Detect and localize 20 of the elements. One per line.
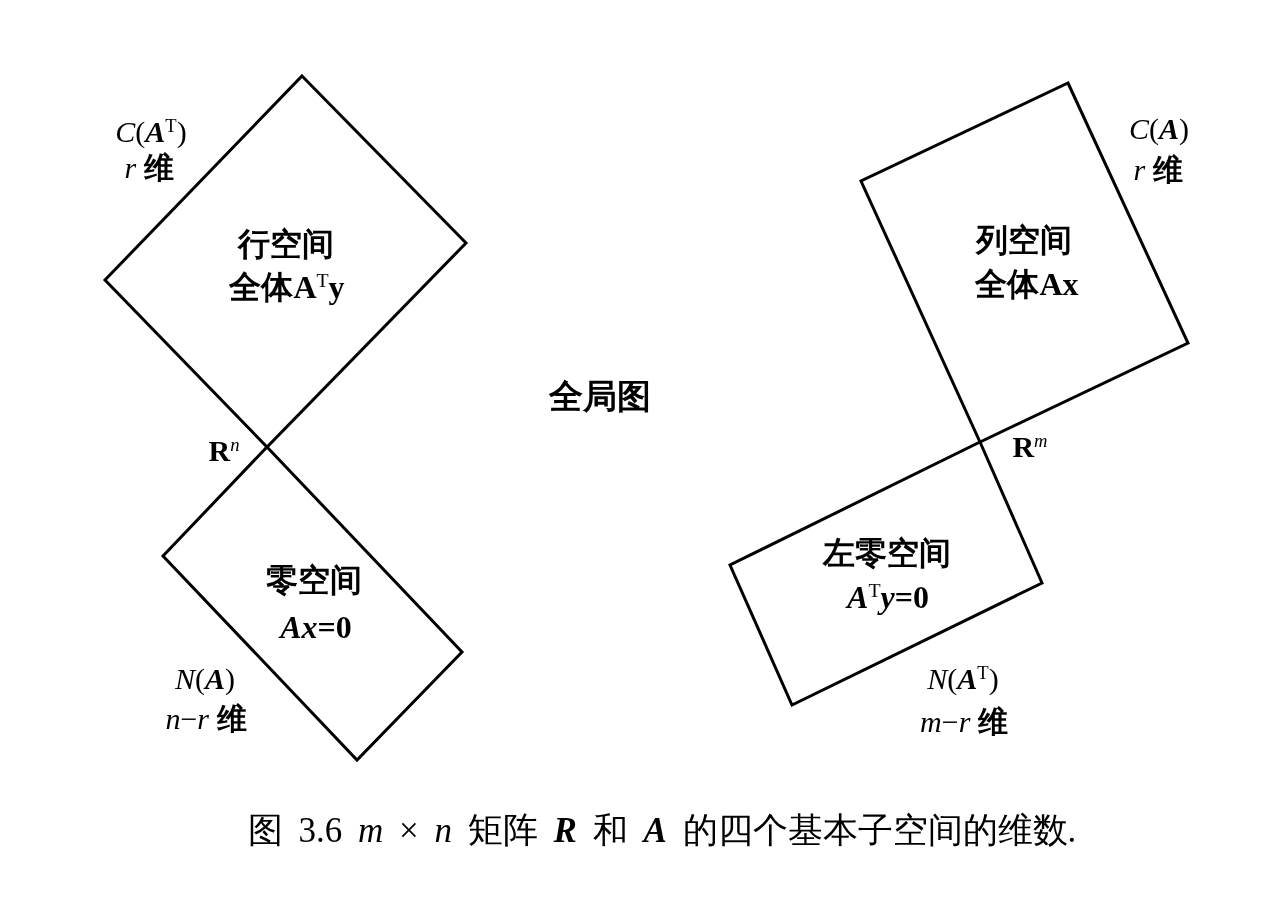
dimension-label: r 维 xyxy=(124,150,174,186)
dimension-label: r 维 xyxy=(1133,152,1183,188)
space-label: R$^{n}$ xyxy=(208,433,240,469)
subspace-notation: N(A$^{T}$) xyxy=(927,661,999,697)
dimension-label: m−r 维 xyxy=(920,704,1008,740)
diagram-heading: 全局图 xyxy=(549,377,651,417)
dimension-label: n−r 维 xyxy=(165,701,247,737)
subspace-formula: 全体A$^{T}$y xyxy=(229,268,345,306)
subspace-formula: 全体Ax xyxy=(975,265,1079,303)
subspace-name: 行空间 xyxy=(238,225,334,263)
figure-caption: 图 3.6 m × n 矩阵 R 和 A 的四个基本子空间的维数. xyxy=(247,810,1077,852)
subspace-name: 左零空间 xyxy=(823,534,951,572)
subspace-name: 零空间 xyxy=(266,561,362,599)
space-label: R$^{m}$ xyxy=(1012,429,1048,465)
subspace-notation: N(A) xyxy=(175,661,235,697)
subspace-notation: C(A) xyxy=(1129,111,1189,147)
subspace-name: 列空间 xyxy=(976,221,1072,259)
subspace-formula: Ax=0 xyxy=(280,608,352,646)
subspace-notation: C(A$^{T}$) xyxy=(115,114,187,150)
subspace-formula: A$^{T}$y=0 xyxy=(847,578,929,616)
